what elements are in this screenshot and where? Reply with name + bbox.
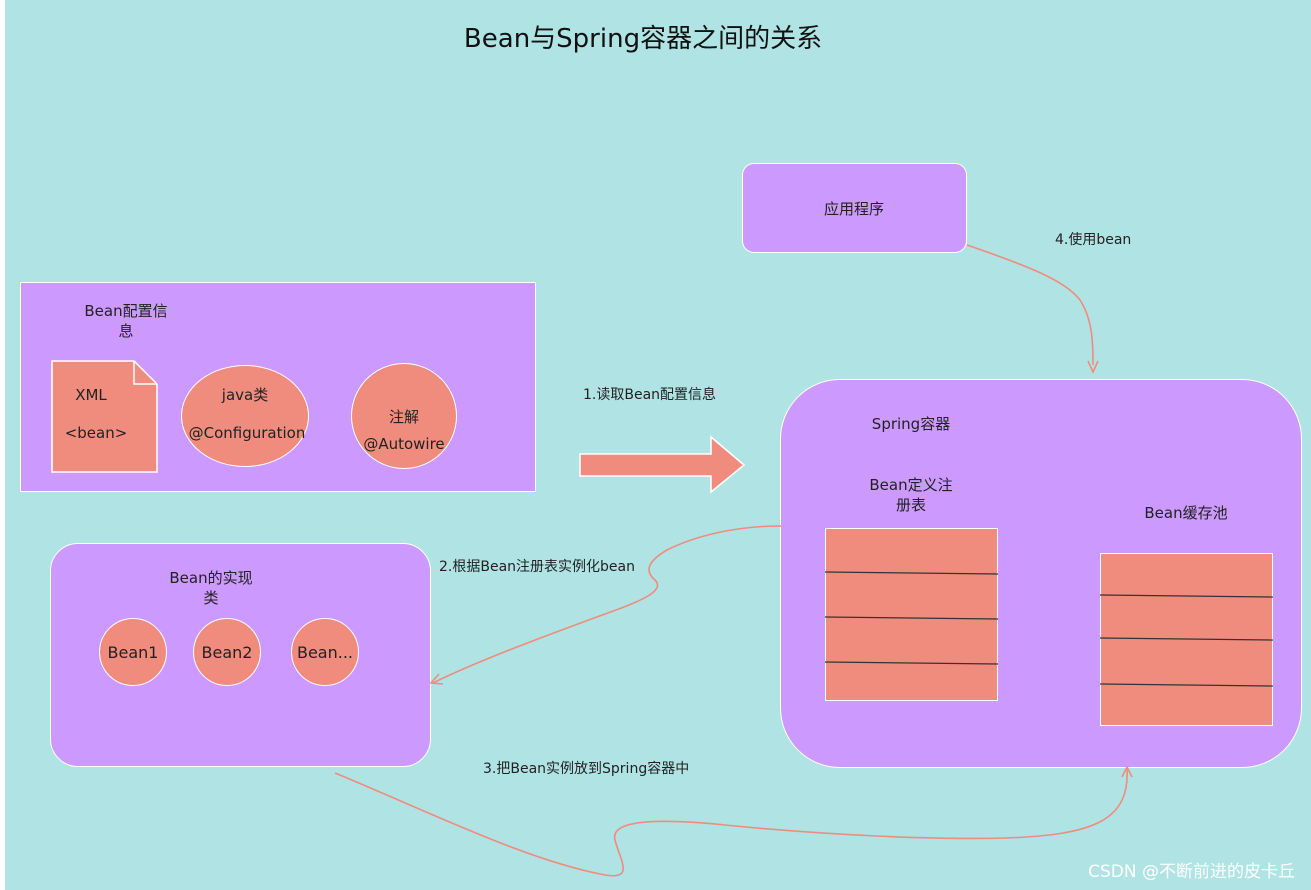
diagram-canvas: Bean与Spring容器之间的关系 应用程序 Bean配置信 息 XML <b…: [5, 0, 1311, 890]
diagram-title: Bean与Spring容器之间的关系: [463, 24, 823, 54]
bean-impl-node: Bean的实现 类 Bean1 Bean2 Bean...: [50, 543, 431, 767]
config-info-label-line2: 息: [118, 322, 134, 340]
instantiate-arrowhead: [429, 673, 444, 685]
configuration-annotation: @Configuration: [188, 424, 306, 442]
put-instance-arrowhead: [1121, 765, 1133, 778]
cache-row-divider: [1100, 683, 1273, 687]
cache-row-divider: [1100, 637, 1273, 641]
registry-label-line1: Bean定义注: [869, 476, 953, 494]
java-class-label: java类: [221, 386, 269, 404]
java-class-node: [181, 365, 309, 467]
xml-document-shape: [51, 360, 158, 473]
spring-container-node: Spring容器 Bean定义注 册表 Bean缓存池: [780, 379, 1302, 768]
edge-label-instantiate: 2.根据Bean注册表实例化bean: [439, 559, 635, 575]
connectors-layer: [334, 244, 1133, 877]
bean2-node: Bean2: [193, 618, 261, 686]
bean-definition-registry-table: [825, 528, 998, 701]
bean-impl-label-line1: Bean的实现: [169, 569, 253, 587]
bean1-node: Bean1: [99, 618, 167, 686]
bean-cache-pool-table: [1100, 553, 1273, 726]
use-bean-connector: [966, 244, 1094, 366]
put-instance-connector: [334, 767, 1128, 877]
config-info-label: Bean配置信 息: [71, 301, 181, 341]
registry-label-line2: 册表: [895, 496, 926, 514]
bean-cache-label: Bean缓存池: [1144, 504, 1228, 522]
edge-label-use: 4.使用bean: [1055, 232, 1132, 248]
application-node: 应用程序: [742, 163, 967, 253]
instantiate-connector: [432, 525, 782, 684]
registry-row-divider: [825, 616, 998, 620]
edge-label-put: 3.把Bean实例放到Spring容器中: [483, 761, 690, 777]
use-bean-arrowhead: [1087, 360, 1099, 374]
bean-more-node: Bean...: [291, 618, 359, 686]
xml-label: XML: [75, 386, 107, 404]
annotation-node: [351, 363, 457, 469]
cache-row-divider: [1100, 594, 1273, 598]
xml-bean-tag: <bean>: [64, 424, 128, 442]
config-info-label-line1: Bean配置信: [84, 302, 168, 320]
application-label: 应用程序: [823, 200, 884, 218]
bean-impl-label-line2: 类: [203, 589, 219, 607]
edge-label-read: 1.读取Bean配置信息: [583, 387, 717, 403]
spring-container-label: Spring容器: [871, 415, 951, 433]
autowire-annotation: @Autowire: [363, 435, 445, 453]
read-config-arrow: [579, 435, 746, 494]
registry-table-rows: [825, 571, 998, 665]
registry-label: Bean定义注 册表: [851, 475, 971, 515]
config-info-node: Bean配置信 息 XML <bean> java类 @Configuratio…: [20, 282, 536, 492]
registry-row-divider: [825, 571, 998, 575]
annotation-label: 注解: [388, 408, 419, 426]
watermark: CSDN @不断前进的皮卡丘: [1088, 862, 1295, 882]
bean-impl-label: Bean的实现 类: [151, 568, 271, 608]
cache-table-rows: [1100, 594, 1273, 687]
registry-row-divider: [825, 661, 998, 665]
